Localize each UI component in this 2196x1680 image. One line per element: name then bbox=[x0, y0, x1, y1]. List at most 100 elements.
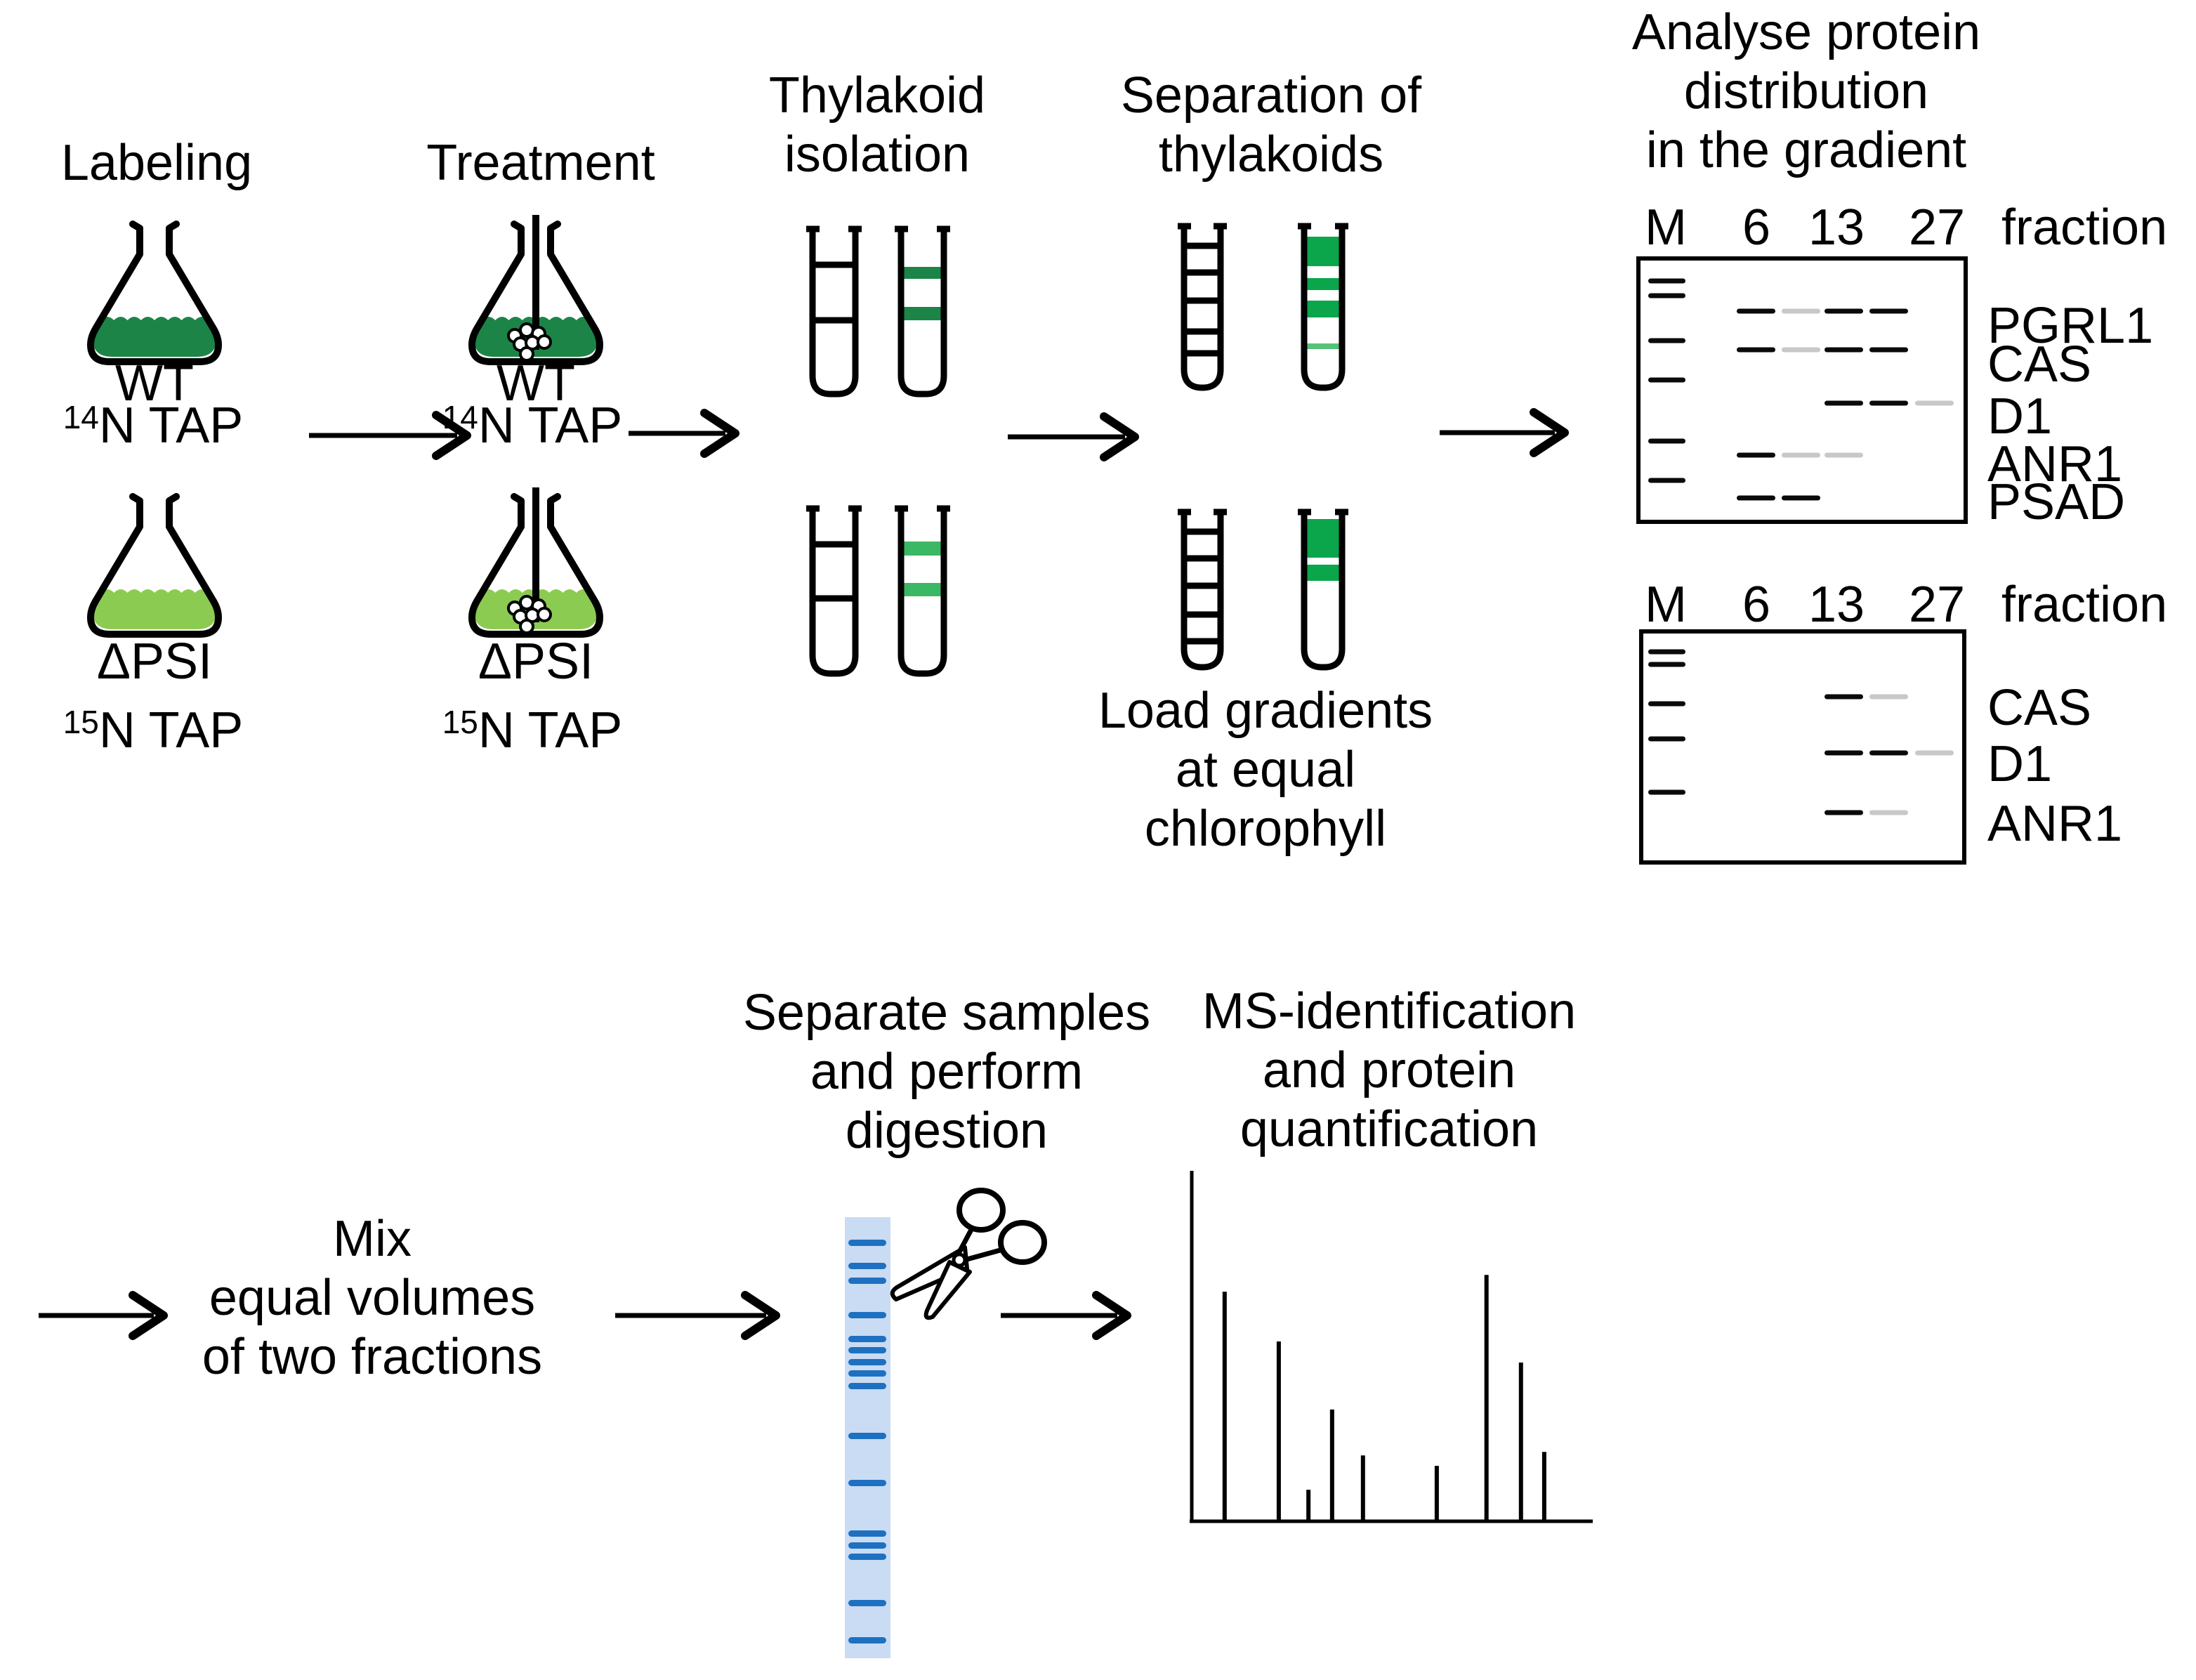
tube-outline bbox=[809, 226, 859, 398]
gel2-row-label-anr1: ANR1 bbox=[1987, 796, 2123, 852]
arrow bbox=[1008, 412, 1139, 461]
protein-band bbox=[1737, 495, 1775, 501]
arrow bbox=[309, 411, 471, 460]
protein-band bbox=[1869, 400, 1908, 406]
tube-outline bbox=[1181, 223, 1224, 391]
tube-band bbox=[904, 583, 941, 596]
gel-blots bbox=[1636, 256, 1968, 865]
gel1-row-label-anr1: ANR1 bbox=[1987, 436, 2123, 492]
marker-band bbox=[1648, 649, 1685, 655]
gel2-fraction-label: fraction bbox=[2001, 577, 2168, 633]
arrow-head bbox=[129, 1291, 168, 1340]
tube-band bbox=[1307, 565, 1339, 581]
arrow bbox=[1440, 408, 1569, 457]
flask-treatment-dpsi bbox=[468, 487, 603, 638]
treatment-title: Treatment bbox=[426, 135, 655, 191]
tube-outline bbox=[898, 226, 947, 398]
tube-band bbox=[1307, 278, 1339, 290]
tube-isolation-dpsi-plain bbox=[806, 505, 862, 677]
tube-isolation-wt-gradient bbox=[895, 225, 950, 398]
marker-band bbox=[1648, 789, 1685, 795]
tube-separation-dpsi-gradient bbox=[1298, 508, 1348, 671]
gel1-row-label-cas: CAS bbox=[1987, 336, 2092, 393]
flask-label-wt-1: WT bbox=[115, 355, 194, 412]
tube-outline bbox=[898, 506, 947, 677]
gel1-row-label-psad: PSAD bbox=[1987, 474, 2126, 530]
tube-outline bbox=[809, 506, 859, 677]
tube-outline bbox=[1181, 509, 1224, 671]
protein-band bbox=[1869, 694, 1908, 700]
flask-label-14ntap-2: 14N TAP bbox=[442, 400, 623, 451]
protein-band bbox=[1824, 750, 1863, 756]
protein-band bbox=[1869, 810, 1908, 815]
protein-band bbox=[1824, 347, 1863, 353]
tube-isolation-dpsi-gradient bbox=[895, 505, 950, 677]
arrow bbox=[629, 409, 739, 458]
tube-band bbox=[1307, 343, 1339, 349]
medium-label: N TAP bbox=[478, 702, 623, 759]
marker-band bbox=[1648, 701, 1685, 707]
marker-band bbox=[1648, 662, 1685, 667]
labeling-title: Labeling bbox=[60, 135, 253, 191]
strip-band bbox=[848, 1312, 886, 1318]
gel1-row-label-d1: D1 bbox=[1987, 388, 2053, 445]
gel-strip bbox=[845, 1217, 890, 1658]
bubble bbox=[519, 346, 534, 362]
strip-band bbox=[848, 1433, 886, 1439]
gel2-header-6: 6 bbox=[1742, 577, 1771, 633]
tube-band bbox=[904, 542, 941, 556]
strip-band bbox=[848, 1600, 886, 1606]
gel-dpsi bbox=[1639, 629, 1966, 865]
isotope-superscript: 15 bbox=[63, 704, 99, 740]
gel2-header-13: 13 bbox=[1808, 577, 1865, 633]
protein-band bbox=[1737, 452, 1775, 458]
marker-band bbox=[1648, 278, 1685, 284]
protein-band bbox=[1782, 308, 1820, 314]
strip-band bbox=[848, 1542, 886, 1549]
strip-band bbox=[848, 1637, 886, 1643]
gel1-header-6: 6 bbox=[1742, 199, 1771, 256]
tube-separation-wt-gradient bbox=[1298, 223, 1348, 391]
marker-band bbox=[1648, 338, 1685, 343]
gel-wt bbox=[1636, 256, 1968, 524]
flask-label-wt-2: WT bbox=[497, 355, 575, 412]
tube-outline bbox=[1301, 509, 1346, 671]
mix-note: Mix equal volumes of two fractions bbox=[202, 1211, 543, 1385]
strip-band bbox=[848, 1480, 886, 1486]
tubes bbox=[806, 223, 1348, 677]
flask-labeling-dpsi bbox=[87, 493, 222, 638]
tube-separation-dpsi-plain bbox=[1178, 508, 1227, 671]
load-gradients-note: Load gradients at equal chlorophyll bbox=[1098, 683, 1433, 857]
bubble bbox=[537, 607, 552, 622]
protein-band bbox=[1782, 347, 1820, 353]
strip-band bbox=[848, 1530, 886, 1537]
tube-band bbox=[1307, 301, 1339, 317]
flask-liquid bbox=[93, 317, 216, 357]
flask-label-15ntap-2: 15N TAP bbox=[442, 705, 623, 756]
ms-title: MS-identification and protein quantifica… bbox=[1202, 983, 1577, 1157]
gel2-row-label-d1: D1 bbox=[1987, 736, 2053, 792]
protein-band bbox=[1824, 810, 1863, 815]
flask-liquid bbox=[93, 589, 216, 629]
protein-band bbox=[1824, 694, 1863, 700]
stirrer-rod bbox=[532, 487, 539, 622]
strip-band bbox=[848, 1554, 886, 1560]
isotope-superscript: 15 bbox=[442, 704, 478, 740]
isotope-superscript: 14 bbox=[63, 399, 99, 435]
tube-separation-wt-plain bbox=[1178, 223, 1227, 391]
protein-band bbox=[1915, 750, 1954, 756]
gel-box bbox=[1636, 256, 1968, 524]
arrow bbox=[615, 1291, 780, 1340]
flask-label-14ntap-1: 14N TAP bbox=[63, 400, 244, 451]
flask-label-15ntap-1: 15N TAP bbox=[63, 705, 244, 756]
protein-band bbox=[1869, 750, 1908, 756]
separation-title: Separation of thylakoids bbox=[1120, 67, 1422, 183]
tube-band bbox=[1307, 519, 1339, 558]
flask-outline bbox=[468, 493, 603, 638]
strip-band bbox=[848, 1278, 886, 1284]
protein-band bbox=[1824, 400, 1863, 406]
gel1-header-m: M bbox=[1645, 199, 1687, 256]
flask-label-dpsi-1: ΔPSI bbox=[96, 634, 213, 690]
